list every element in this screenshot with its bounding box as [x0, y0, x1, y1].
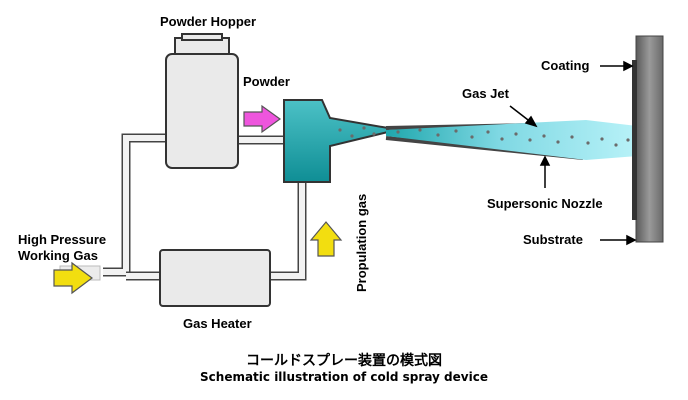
caption-title: コールドスプレー装置の模式図 [246, 353, 442, 369]
working-gas-label: Working Gas [18, 248, 98, 263]
powder-arrow [243, 104, 282, 134]
powder-label: Powder [243, 74, 290, 89]
gas-jet-plume [386, 120, 637, 160]
powder-hopper [165, 33, 239, 169]
substrate-label: Substrate [523, 232, 583, 247]
high-pressure-label: High Pressure [18, 232, 107, 247]
gas-jet-label: Gas Jet [462, 86, 509, 101]
propulsion-gas-arrow [309, 221, 343, 257]
powder-hopper-label: Powder Hopper [160, 14, 257, 29]
powder-particles [338, 126, 630, 147]
propulsion-gas-label: Propulation gas [354, 193, 369, 292]
caption-subtitle: Schematic illustration of cold spray dev… [200, 370, 488, 384]
gas-heater-label: Gas Heater [183, 316, 252, 331]
substrate-plate [635, 35, 664, 243]
coating-layer [632, 60, 637, 220]
working-gas-arrow [53, 261, 93, 295]
supersonic-nozzle-label: Supersonic Nozzle [487, 196, 603, 211]
coating-label: Coating [541, 58, 590, 73]
spray-gun [283, 99, 389, 183]
gas-heater-box [159, 249, 271, 307]
gas-piping [103, 133, 307, 281]
pointer-lines [509, 60, 637, 246]
